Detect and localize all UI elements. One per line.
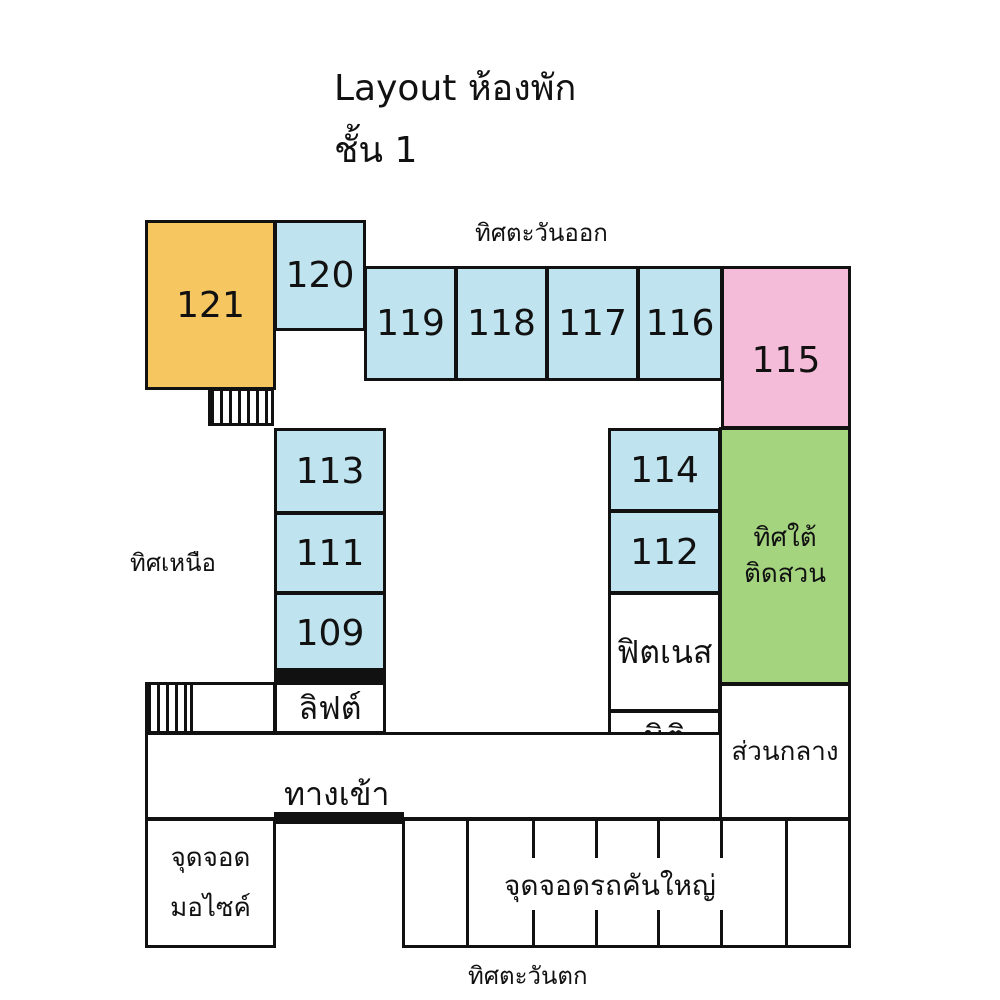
room-118-number: 118: [467, 303, 536, 344]
motorcycle-parking[interactable]: จุดจอด มอไซค์: [145, 818, 276, 948]
fitness-room[interactable]: ฟิตเนส: [608, 592, 721, 712]
common-area[interactable]: ส่วนกลาง: [719, 683, 851, 820]
room-118[interactable]: 118: [455, 266, 548, 381]
room-113[interactable]: 113: [274, 428, 386, 514]
moto-label-line-2: มอไซค์: [170, 893, 251, 923]
room-111[interactable]: 111: [274, 512, 386, 594]
moto-label-line-1: จุดจอด: [170, 843, 251, 873]
direction-north-label: ทิศเหนือ: [130, 549, 216, 577]
entrance-door-bar[interactable]: [274, 812, 404, 824]
room-109[interactable]: 109: [274, 592, 386, 674]
fitness-label: ฟิตเนส: [616, 632, 713, 671]
room-113-number: 113: [295, 450, 365, 492]
direction-east-label: ทิศตะวันออก: [475, 219, 608, 247]
room-119[interactable]: 119: [364, 266, 457, 381]
entrance-corridor: ทางเข้า: [145, 732, 722, 820]
parking-divider: [595, 818, 598, 858]
room-109-number: 109: [295, 612, 365, 654]
south-garden-area: ทิศใต้ ติดสวน: [719, 427, 851, 685]
common-area-label: ส่วนกลาง: [731, 737, 839, 767]
room-114-number: 114: [630, 449, 699, 491]
south-label-line-1: ทิศใต้: [753, 523, 817, 553]
room-120[interactable]: 120: [274, 220, 366, 331]
room-121[interactable]: 121: [145, 220, 276, 390]
room-119-number: 119: [376, 303, 445, 344]
parking-divider: [657, 910, 660, 948]
diagram-title: Layout ห้องพัก ชั้น 1: [334, 58, 576, 182]
title-line-2: ชั้น 1: [334, 130, 418, 171]
parking-divider: [532, 910, 535, 948]
parking-divider: [720, 910, 723, 948]
car-parking-label: จุดจอดรถคันใหญ่: [500, 864, 720, 908]
room-117-number: 117: [558, 303, 627, 344]
stairs-northwest-icon: [208, 388, 274, 426]
stairs-southwest-icon: [145, 682, 193, 734]
entrance-label: ทางเข้า: [284, 775, 390, 813]
room-112[interactable]: 112: [608, 510, 721, 594]
room-116[interactable]: 116: [637, 266, 723, 381]
lift-label: ลิฟต์: [298, 688, 362, 727]
title-line-1: Layout ห้องพัก: [334, 68, 577, 109]
parking-divider: [657, 818, 660, 858]
room-117[interactable]: 117: [546, 266, 639, 381]
parking-divider: [595, 910, 598, 948]
room-121-number: 121: [176, 284, 245, 326]
room-111-number: 111: [295, 532, 365, 574]
lift[interactable]: ลิฟต์: [274, 682, 386, 734]
room-115[interactable]: 115: [721, 266, 851, 429]
room-115-number: 115: [751, 340, 821, 381]
room-112-number: 112: [630, 531, 699, 573]
south-label-line-2: ติดสวน: [743, 559, 826, 589]
room-116-number: 116: [645, 303, 715, 344]
parking-slot[interactable]: [402, 818, 469, 948]
parking-divider: [785, 818, 788, 948]
parking-divider: [720, 818, 723, 858]
parking-divider: [532, 818, 535, 858]
room-114[interactable]: 114: [608, 428, 721, 512]
direction-west-label: ทิศตะวันตก: [468, 962, 588, 990]
lift-door-bar: [274, 668, 386, 684]
room-120-number: 120: [285, 255, 355, 296]
